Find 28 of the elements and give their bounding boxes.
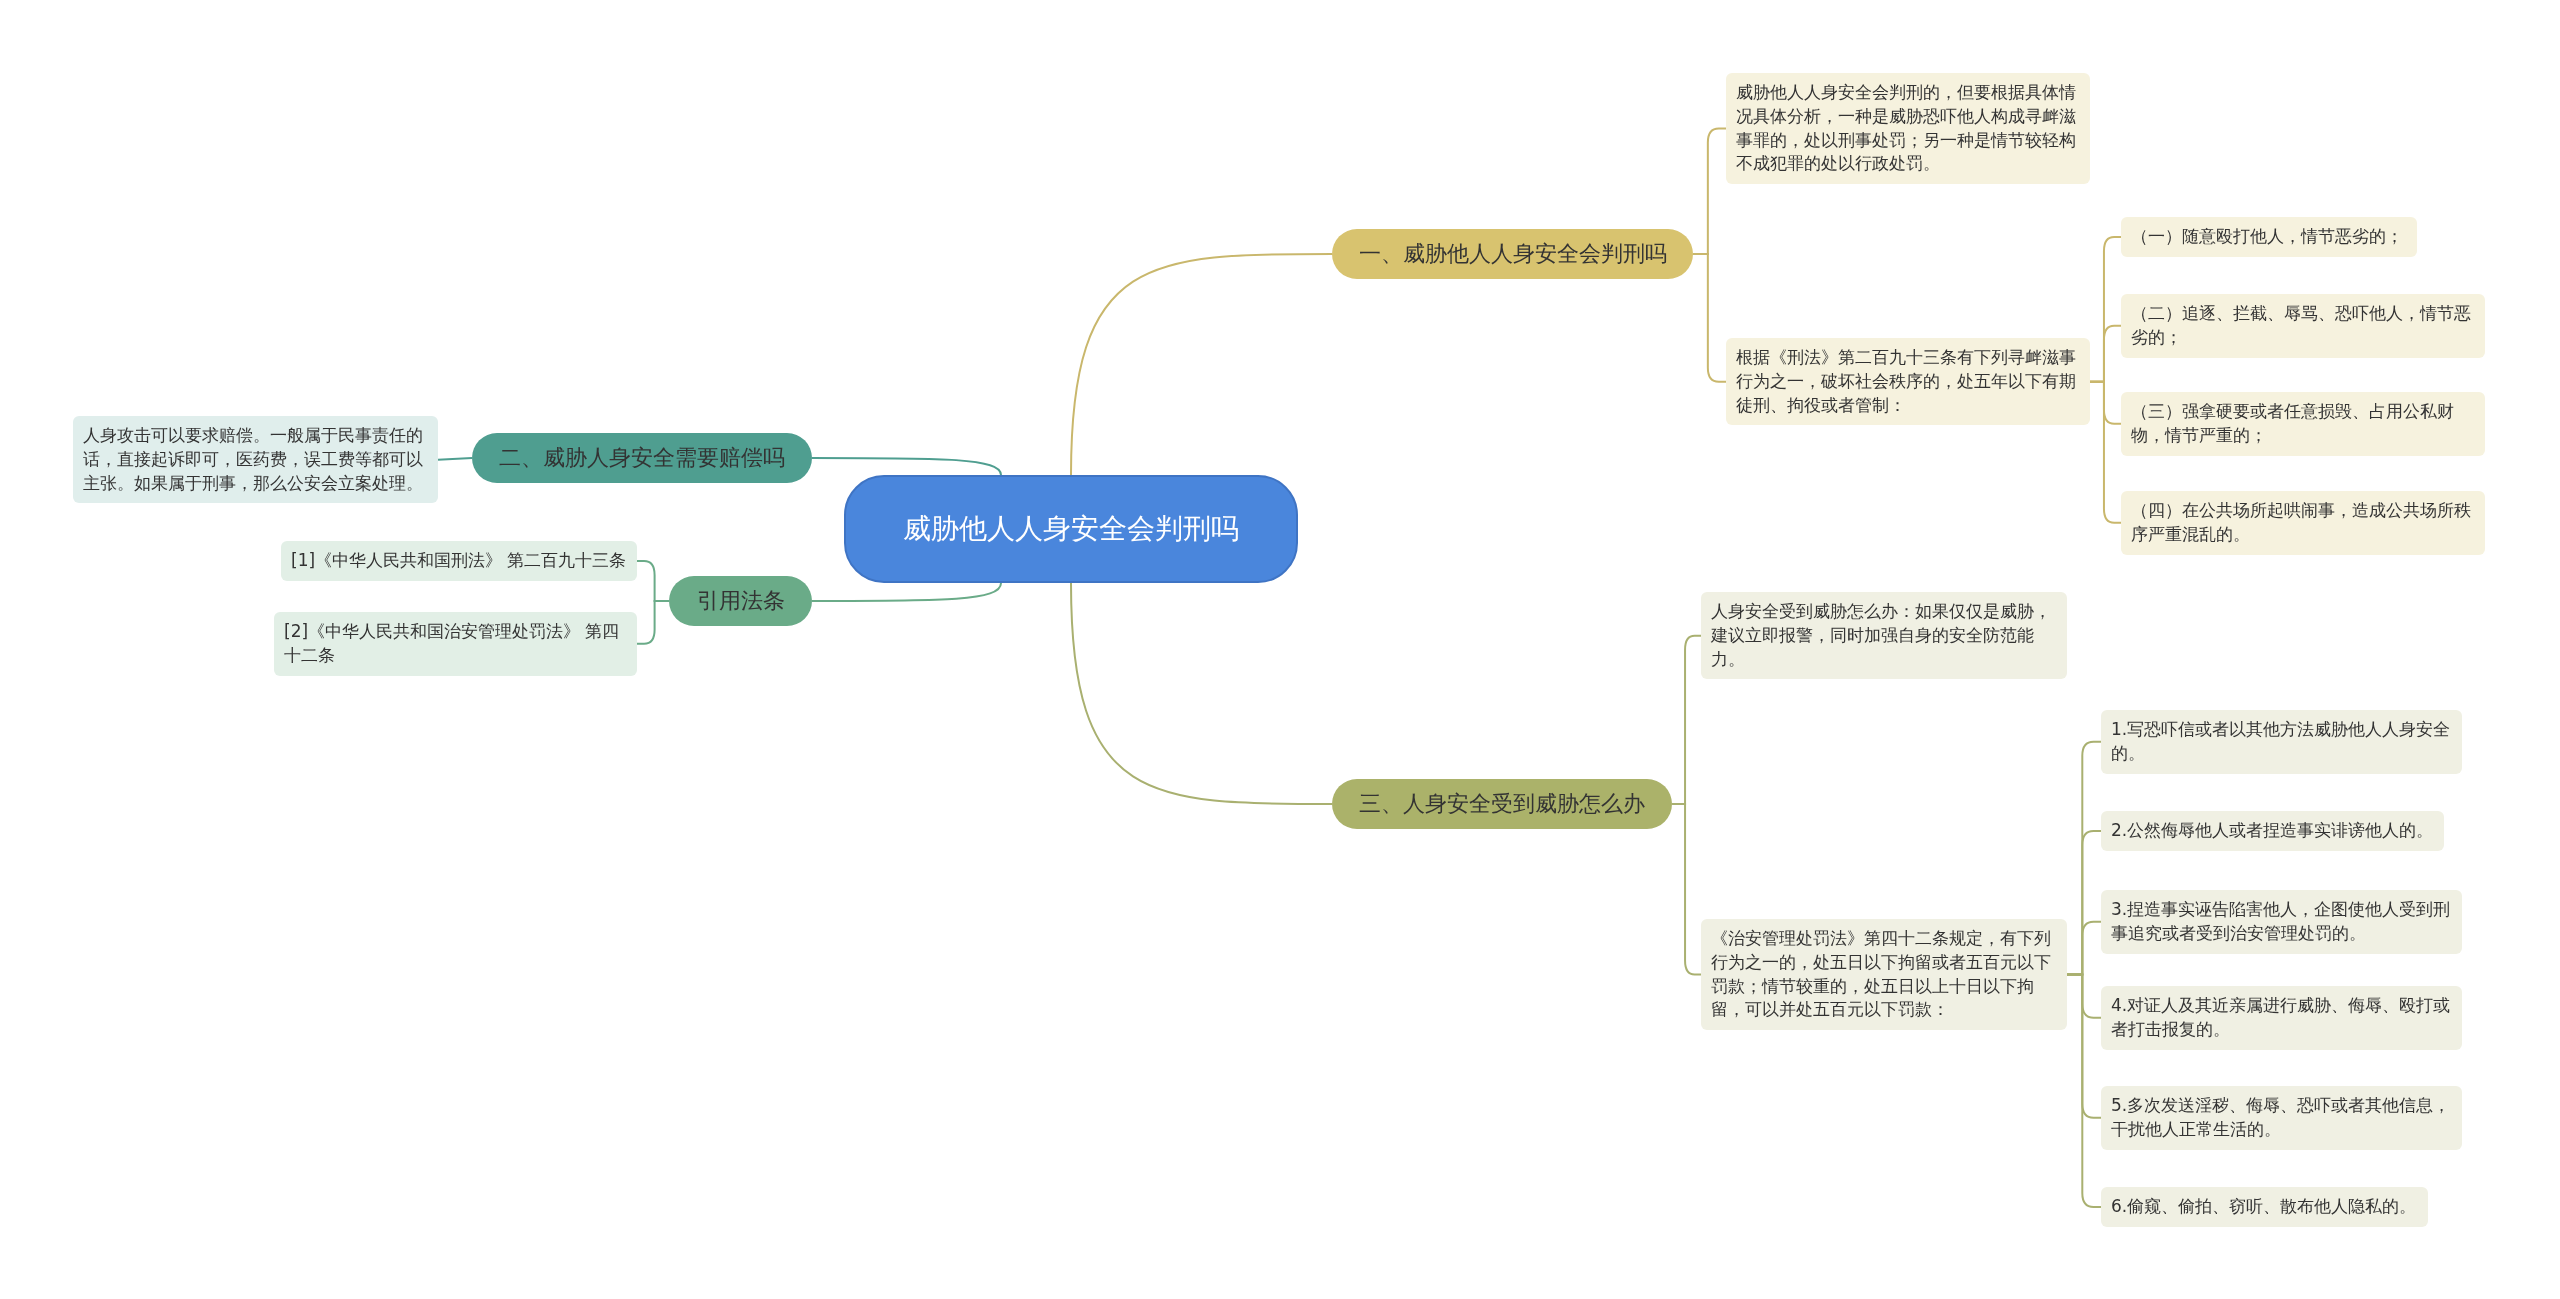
branch-topic: 三、人身安全受到威胁怎么办 (1332, 779, 1672, 829)
note-box: 1.写恐吓信或者以其他方法威胁他人人身安全的。 (2101, 710, 2462, 774)
note-box: 6.偷窥、偷拍、窃听、散布他人隐私的。 (2101, 1187, 2428, 1227)
central-topic: 威胁他人人身安全会判刑吗 (844, 475, 1298, 583)
note-box: 人身安全受到威胁怎么办：如果仅仅是威胁，建议立即报警，同时加强自身的安全防范能力。 (1701, 592, 2067, 680)
note-box: [2]《中华人民共和国治安管理处罚法》 第四十二条 (274, 612, 637, 676)
note-box: 4.对证人及其近亲属进行威胁、侮辱、殴打或者打击报复的。 (2101, 986, 2462, 1050)
note-box: 2.公然侮辱他人或者捏造事实诽谤他人的。 (2101, 811, 2444, 851)
note-box: （四）在公共场所起哄闹事，造成公共场所秩序严重混乱的。 (2121, 491, 2485, 555)
note-box: （二）追逐、拦截、辱骂、恐吓他人，情节恶劣的； (2121, 294, 2485, 358)
note-box: 3.捏造事实诬告陷害他人，企图使他人受到刑事追究或者受到治安管理处罚的。 (2101, 890, 2462, 954)
note-box: 威胁他人人身安全会判刑的，但要根据具体情况具体分析，一种是威胁恐吓他人构成寻衅滋事罪的，处以刑事处罚；另一种是情节较轻构不成犯罪的处以行政处罚。 (1726, 73, 2090, 185)
connector-line (811, 582, 1002, 602)
note-box: [1]《中华人民共和国刑法》 第二百九十三条 (281, 541, 637, 581)
branch-topic: 二、威胁人身安全需要赔偿吗 (472, 433, 812, 483)
connector-line (437, 457, 473, 461)
connector-line (811, 457, 1002, 476)
note-box: 根据《刑法》第二百九十三条有下列寻衅滋事行为之一，破坏社会秩序的，处五年以下有期徒刑、拘役或者管制： (1726, 338, 2090, 426)
branch-topic: 引用法条 (669, 576, 812, 626)
note-box: 《治安管理处罚法》第四十二条规定，有下列行为之一的，处五日以下拘留或者五百元以下罚款；情节较重的，处五日以上十日以下拘留，可以并处五百元以下罚款： (1701, 919, 2067, 1031)
note-box: 5.多次发送淫秽、侮辱、恐吓或者其他信息，干扰他人正常生活的。 (2101, 1086, 2462, 1150)
connector-line (636, 600, 670, 645)
note-box: （三）强拿硬要或者任意损毁、占用公私财物，情节严重的； (2121, 392, 2485, 456)
note-box: 人身攻击可以要求赔偿。一般属于民事责任的话，直接起诉即可，医药费，误工费等都可以主张。如果属于刑事，那么公安会立案处理。 (73, 416, 438, 504)
branch-topic: 一、威胁他人人身安全会判刑吗 (1332, 229, 1693, 279)
connector-line (1070, 582, 1333, 805)
connector-line (1070, 253, 1333, 476)
note-box: （一）随意殴打他人，情节恶劣的； (2121, 217, 2417, 257)
